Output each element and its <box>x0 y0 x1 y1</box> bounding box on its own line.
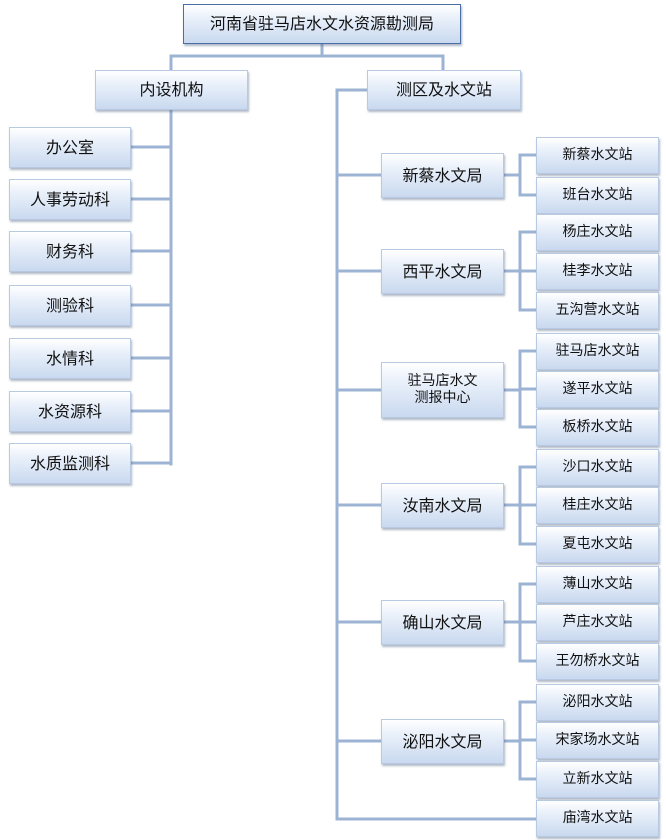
bureau-biyang: 泌阳水文局 <box>381 719 504 764</box>
department-personnel: 人事劳动科 <box>9 179 131 220</box>
bureau-queshan: 确山水文局 <box>381 600 504 645</box>
station-zhumadian: 驻马店水文站 <box>536 333 659 370</box>
department-survey: 测验科 <box>9 285 131 326</box>
internal-departments-node: 内设机构 <box>95 70 248 110</box>
station-bantai: 班台水文站 <box>536 177 659 214</box>
station-guizhuang: 桂庄水文站 <box>536 487 659 524</box>
station-boshan: 薄山水文站 <box>536 566 659 603</box>
station-miaowan: 庙湾水文站 <box>536 800 659 837</box>
department-finance: 财务科 <box>9 231 131 272</box>
department-office: 办公室 <box>9 127 131 168</box>
bureau-xincai: 新蔡水文局 <box>381 153 504 198</box>
station-songjiachang: 宋家场水文站 <box>536 722 659 759</box>
bureau-runan: 汝南水文局 <box>381 483 504 528</box>
districts-stations-node: 测区及水文站 <box>367 70 521 110</box>
station-wangwuqiao: 王勿桥水文站 <box>536 643 659 680</box>
station-lixin: 立新水文站 <box>536 761 659 798</box>
station-banqiao: 板桥水文站 <box>536 409 659 446</box>
station-wugouying: 五沟营水文站 <box>536 292 659 329</box>
bureau-xiping: 西平水文局 <box>381 249 504 294</box>
station-xiatun: 夏屯水文站 <box>536 526 659 563</box>
station-xincai: 新蔡水文站 <box>536 137 659 174</box>
department-hydrology-info: 水情科 <box>9 338 131 379</box>
department-water-resources: 水资源科 <box>9 391 131 432</box>
station-shakou: 沙口水文站 <box>536 449 659 486</box>
root-node: 河南省驻马店水文水资源勘测局 <box>183 4 461 44</box>
department-water-quality: 水质监测科 <box>9 443 131 484</box>
station-guili: 桂李水文站 <box>536 253 659 290</box>
bureau-zhumadian-center: 驻马店水文 测报中心 <box>381 362 504 418</box>
station-luzhuang: 芦庄水文站 <box>536 604 659 641</box>
station-suiping: 遂平水文站 <box>536 371 659 408</box>
station-yangzhuang: 杨庄水文站 <box>536 214 659 251</box>
station-biyang: 泌阳水文站 <box>536 684 659 721</box>
